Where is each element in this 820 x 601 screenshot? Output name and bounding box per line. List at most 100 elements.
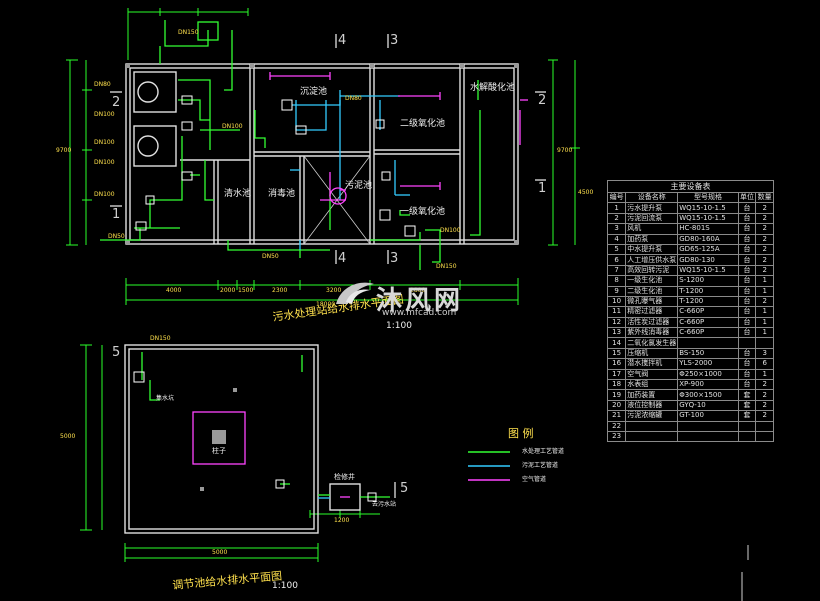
pillar-label: 柱子 [212,447,226,455]
section-mark-4-bottom: 4 [338,251,347,266]
cell-no: 17 [606,368,627,381]
cell-no: 7 [606,264,627,277]
water-process-pipes [100,20,481,270]
room-label-secondary-oxidation: 二级氧化池 [400,119,446,129]
col-header-unit: 单位 [737,191,757,204]
legend-item-water: 水处理工艺管道 [522,448,565,455]
cell-name: 污泥回流泵 [625,212,679,225]
cell-name: 水表组 [625,379,679,391]
cell-unit: 台 [737,347,757,360]
section-mark-3-bottom: 3 [390,251,399,266]
pipe-label-left-2: DN100 [94,139,115,146]
watermark-brand: 沐风网 [376,286,464,316]
cell-no: 21 [606,410,627,422]
cell-qty: 2 [755,295,774,308]
pipe-label-left-3: DN100 [94,159,115,166]
cell-qty: 2 [755,254,774,266]
cell-model: GD65-125A [677,243,739,256]
cell-model: T-1200 [677,295,739,308]
room-label-hydrolysis: 水解酸化池 [470,83,516,93]
dim-left-total: 9700 [56,147,72,154]
cell-name: 二级生化池 [625,285,679,297]
watermark-url: www.mfcad.com [382,308,457,318]
cell-unit: 台 [737,243,757,256]
cell-name: 一级生化池 [625,275,679,287]
cell-qty: 2 [755,212,774,225]
cell-model: GT-100 [677,410,739,422]
cell-unit: 台 [737,233,757,245]
bottom-pipes [141,352,390,498]
section-mark-5-bottom-right: 5 [400,481,409,496]
col-header-model: 型号规格 [677,191,739,204]
section-marks [110,34,546,264]
cell-model: Φ250×1000 [677,368,739,381]
top-plan-walls [125,63,519,245]
dim-bottom-1: 2000 [220,287,236,294]
to-station-label: 去污水站 [372,501,397,508]
section-mark-2-right: 2 [538,93,547,108]
cell-model [677,420,739,433]
cell-no: 5 [606,243,627,256]
cell-name: 活性炭过滤器 [625,316,679,329]
room-label-primary-oxidation: 一级氧化池 [400,207,446,217]
cell-model: C-660P [677,306,739,318]
cell-qty: 2 [755,379,774,391]
cell-name: 紫外线消毒器 [625,327,679,339]
cell-name: 人工增压供水泵 [625,254,679,266]
cell-model: Φ300×1500 [677,389,739,401]
cell-model: YLS-2000 [677,358,739,370]
cell-no: 3 [606,223,627,235]
equipment-table-header: 编号 设备名称 型号规格 单位 数量 [606,191,774,204]
dim-bottom-total: 18000 [316,301,336,308]
cell-qty [755,337,774,349]
cell-no: 13 [606,327,627,339]
cell-unit: 台 [737,327,757,339]
cell-unit: 台 [737,285,757,297]
cell-name: 液位控制器 [625,399,679,412]
cell-name: 污泥浓缩罐 [625,410,679,422]
cell-model: WQ15-10-1.5 [677,202,739,214]
cell-no: 20 [606,399,627,412]
section-mark-1-right: 1 [538,181,547,196]
top-plan-column-hatch [126,64,518,244]
cell-name: 潜水搅拌机 [625,358,679,370]
cell-name: 二氧化氯发生器 [625,337,679,349]
cell-name: 风机 [625,223,679,235]
cell-model: T-1200 [677,285,739,297]
cell-model: WQ15-10-1.5 [677,264,739,277]
dim-right-total: 9700 [557,147,573,154]
room-label-disinfection: 消毒池 [268,189,296,199]
inspection-well-label: 检修井 [334,473,355,481]
cell-model: C-660P [677,327,739,339]
cell-name: 微孔曝气器 [625,295,679,308]
cell-no: 9 [606,285,627,297]
pipe-label-misc-0: DN150 [178,29,199,36]
cell-model: C-660P [677,316,739,329]
cell-unit [737,337,757,349]
cell-qty: 1 [755,327,774,339]
cell-qty: 2 [755,389,774,401]
cell-qty: 3 [755,347,774,360]
col-header-name: 设备名称 [625,191,679,204]
section-mark-1-left: 1 [112,207,121,222]
cell-qty: 2 [755,202,774,214]
cell-model: GD80-130 [677,254,739,266]
cell-unit: 台 [737,306,757,318]
cell-unit: 台 [737,295,757,308]
col-header-qty: 数量 [755,191,774,204]
cell-name: 压缩机 [625,347,679,360]
cell-unit [737,430,757,443]
cell-name: 中水提升泵 [625,243,679,256]
cell-unit [737,420,757,433]
bottom-valves [133,371,377,502]
section-mark-2-left: 2 [112,95,121,110]
